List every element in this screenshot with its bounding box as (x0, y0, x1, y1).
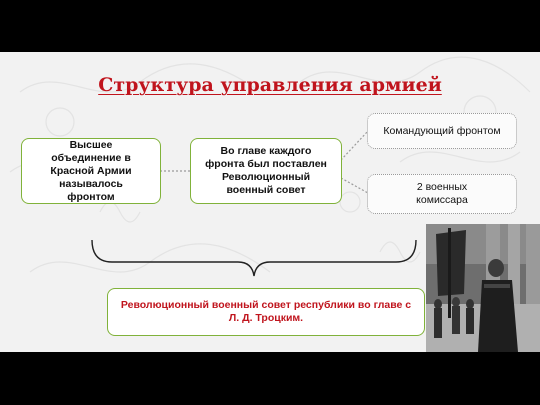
box-rvsr: Революционный военный совет республики в… (107, 288, 425, 336)
box-front-text: Высшее объединение в Красной Армии назыв… (50, 138, 132, 203)
connector-council-commander (340, 130, 369, 161)
box-council-text: Во главе каждого фронта был поставлен Ре… (205, 145, 327, 196)
box-front: Высшее объединение в Красной Армии назыв… (21, 138, 161, 204)
box-commissars-text: 2 военных комиссара (416, 181, 468, 206)
box-council: Во главе каждого фронта был поставлен Ре… (190, 138, 342, 204)
slide-title: Структура управления армией (98, 74, 442, 96)
brace (91, 239, 417, 277)
box-commander: Командующий фронтом (367, 113, 517, 149)
slide: Структура управления армией Высшее объед… (0, 52, 540, 352)
connectors (91, 130, 417, 277)
connector-council-commissars (340, 177, 369, 194)
historical-photo (426, 224, 540, 352)
box-commander-text: Командующий фронтом (383, 124, 501, 137)
box-rvsr-text: Революционный военный совет республики в… (120, 299, 412, 324)
box-commissars: 2 военных комиссара (367, 174, 517, 214)
